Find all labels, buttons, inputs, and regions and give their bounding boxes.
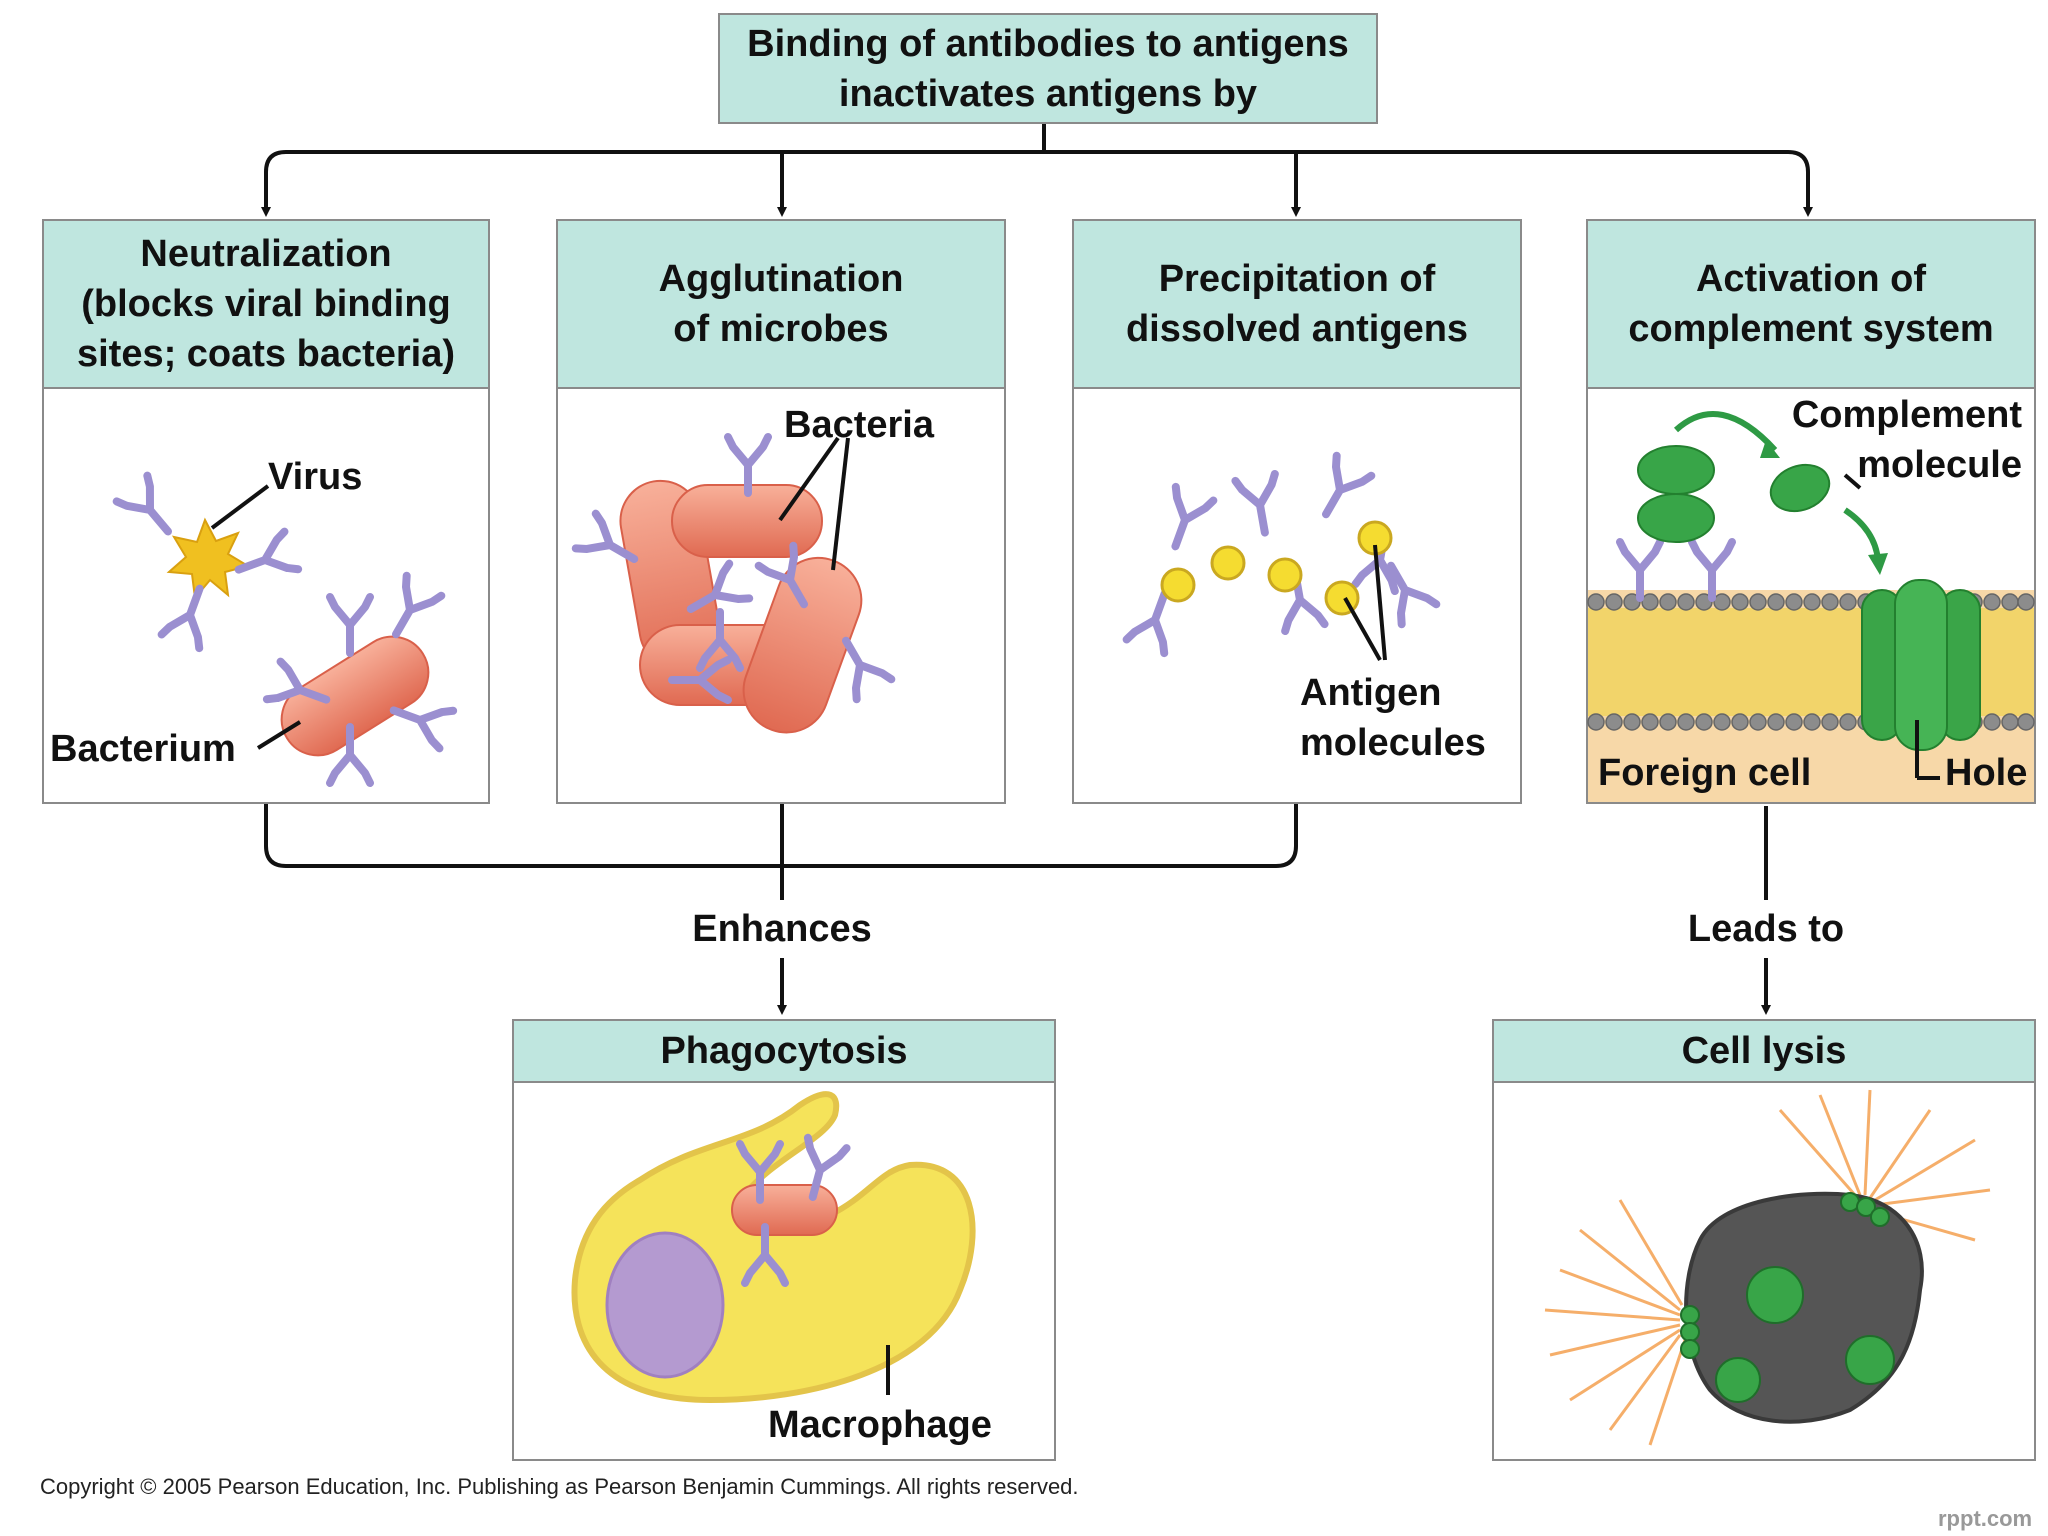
complement-arrow-1 (1673, 411, 1778, 453)
bacterium-pointer (256, 720, 302, 750)
complement-pore-icons (1680, 1192, 1895, 1403)
engulfed-bacterium-icon (731, 1138, 847, 1283)
antigen-molecules-label: Antigen molecules (1300, 672, 1486, 764)
bacterium-label: Bacterium (50, 728, 236, 770)
antigen-pointer-2 (1373, 544, 1387, 661)
macrophage-label: Macrophage (768, 1404, 992, 1446)
phagocytosis-heading: Phagocytosis (512, 1019, 1056, 1083)
nucleus-icon (605, 1231, 725, 1379)
antigen-molecule-icons (1160, 520, 1393, 616)
hole-label: Hole (1945, 752, 2028, 794)
diagram-title: Binding of antibodies to antigens inacti… (718, 13, 1378, 124)
complement-pointer (1843, 473, 1862, 490)
bacteria-label: Bacteria (784, 404, 934, 446)
enhances-label: Enhances (688, 904, 876, 954)
complement-molecule-icon (1769, 463, 1831, 513)
watermark: rppt.com (1938, 1506, 2033, 1531)
macrophage-icon (571, 1091, 976, 1404)
bacterium-icon (280, 635, 430, 757)
virus-icon (166, 517, 251, 601)
complement-antibodies (1620, 542, 1732, 598)
complement-arrow-2 (1843, 507, 1881, 561)
copyright-notice: Copyright © 2005 Pearson Education, Inc.… (40, 1474, 1079, 1499)
complement-heading: Activation of complement system (1586, 219, 2036, 389)
antigen-pointer-1 (1343, 597, 1382, 661)
virus-pointer (210, 484, 270, 530)
complement-molecule-stack-icon (1637, 445, 1715, 543)
agglutination-heading: Agglutination of microbes (556, 219, 1006, 389)
membrane-pore-icon (1861, 579, 1981, 751)
foreign-cell-label: Foreign cell (1598, 752, 1812, 794)
precipitation-antibodies (1127, 456, 1437, 653)
bacteria-cluster-icon (619, 479, 863, 734)
complement-molecule-label: Complement molecule (1791, 394, 2022, 486)
bacteria-pointer-1 (778, 436, 840, 522)
neutralization-heading: Neutralization (blocks viral binding sit… (42, 219, 490, 389)
leads-to-label: Leads to (1680, 904, 1852, 954)
cell-lysis-heading: Cell lysis (1492, 1019, 2036, 1083)
precipitation-heading: Precipitation of dissolved antigens (1072, 219, 1522, 389)
virus-label: Virus (268, 456, 363, 498)
leaking-contents-icon (1544, 1089, 1991, 1446)
bacteria-pointer-2 (831, 437, 850, 571)
